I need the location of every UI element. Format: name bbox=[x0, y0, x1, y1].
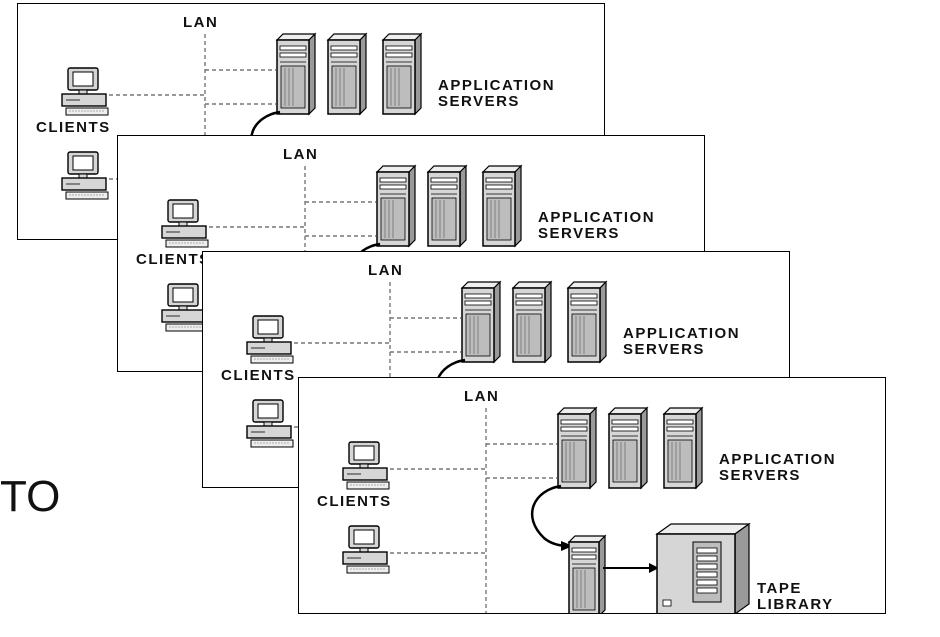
servers-label-line2: SERVERS bbox=[438, 93, 520, 110]
servers-label-line1: APPLICATION bbox=[623, 325, 741, 342]
lan-label: LAN bbox=[283, 146, 319, 163]
tape-label-line2: LIBRARY bbox=[757, 596, 834, 613]
servers-label-line1: APPLICATION bbox=[719, 451, 837, 468]
servers-label-line1: APPLICATION bbox=[538, 209, 656, 226]
server-icon bbox=[662, 406, 704, 490]
server-icon bbox=[460, 280, 502, 364]
client-computer-icon bbox=[61, 67, 109, 116]
server-icon bbox=[567, 534, 607, 613]
tape-library-icon bbox=[655, 522, 751, 613]
server-icon bbox=[381, 32, 423, 116]
client-computer-icon bbox=[342, 441, 390, 490]
server-icon bbox=[375, 164, 417, 248]
server-icon bbox=[326, 32, 368, 116]
client-computer-icon bbox=[161, 199, 209, 248]
clients-label: CLIENTS bbox=[36, 119, 111, 136]
clients-label: CLIENTS bbox=[317, 493, 392, 510]
partial-left-text: TO bbox=[0, 472, 61, 521]
server-icon bbox=[566, 280, 608, 364]
lan-label: LAN bbox=[464, 388, 500, 405]
clients-label: CLIENTS bbox=[136, 251, 211, 268]
servers-label-line1: APPLICATION bbox=[438, 77, 556, 94]
server-icon bbox=[275, 32, 317, 116]
tape-label-line1: TAPE bbox=[757, 580, 802, 597]
client-computer-icon bbox=[246, 315, 294, 364]
client-computer-icon bbox=[246, 399, 294, 448]
server-icon bbox=[426, 164, 468, 248]
lan-label: LAN bbox=[183, 14, 219, 31]
servers-label-line2: SERVERS bbox=[623, 341, 705, 358]
server-icon bbox=[511, 280, 553, 364]
servers-label-line2: SERVERS bbox=[538, 225, 620, 242]
server-icon bbox=[607, 406, 649, 490]
server-icon bbox=[481, 164, 523, 248]
server-icon bbox=[556, 406, 598, 490]
client-computer-icon bbox=[61, 151, 109, 200]
servers-label-line2: SERVERS bbox=[719, 467, 801, 484]
clients-label: CLIENTS bbox=[221, 367, 296, 384]
client-computer-icon bbox=[342, 525, 390, 574]
lan-label: LAN bbox=[368, 262, 404, 279]
